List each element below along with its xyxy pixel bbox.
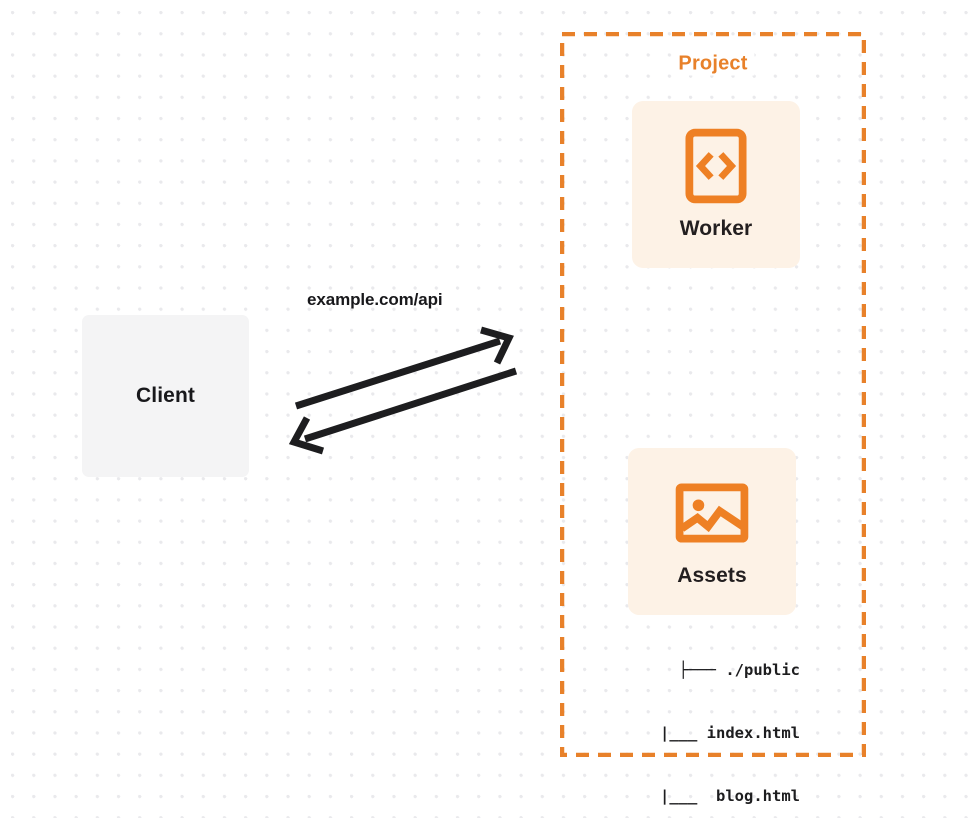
file-tree-row: ├─── ./public (678, 661, 800, 679)
worker-node[interactable]: Worker (632, 101, 800, 268)
assets-file-tree: ├─── ./public |___ index.html |___ blog.… (608, 618, 800, 818)
request-arrow (294, 326, 514, 410)
arrow-label: example.com/api (307, 290, 443, 309)
project-title: Project (671, 52, 755, 76)
worker-node-label: Worker (679, 216, 753, 240)
assets-node[interactable]: Assets (628, 448, 796, 615)
project-container: Project Worker Assets (560, 32, 866, 805)
assets-node-label: Assets (677, 563, 747, 587)
file-tree-row: |___ blog.html (632, 787, 800, 805)
client-node[interactable]: Client (82, 315, 249, 477)
client-node-label: Client (136, 384, 195, 407)
response-arrow (288, 367, 518, 455)
code-brackets-icon (685, 128, 747, 203)
file-tree-row: |___ index.html (632, 724, 800, 742)
image-picture-icon (675, 476, 749, 550)
